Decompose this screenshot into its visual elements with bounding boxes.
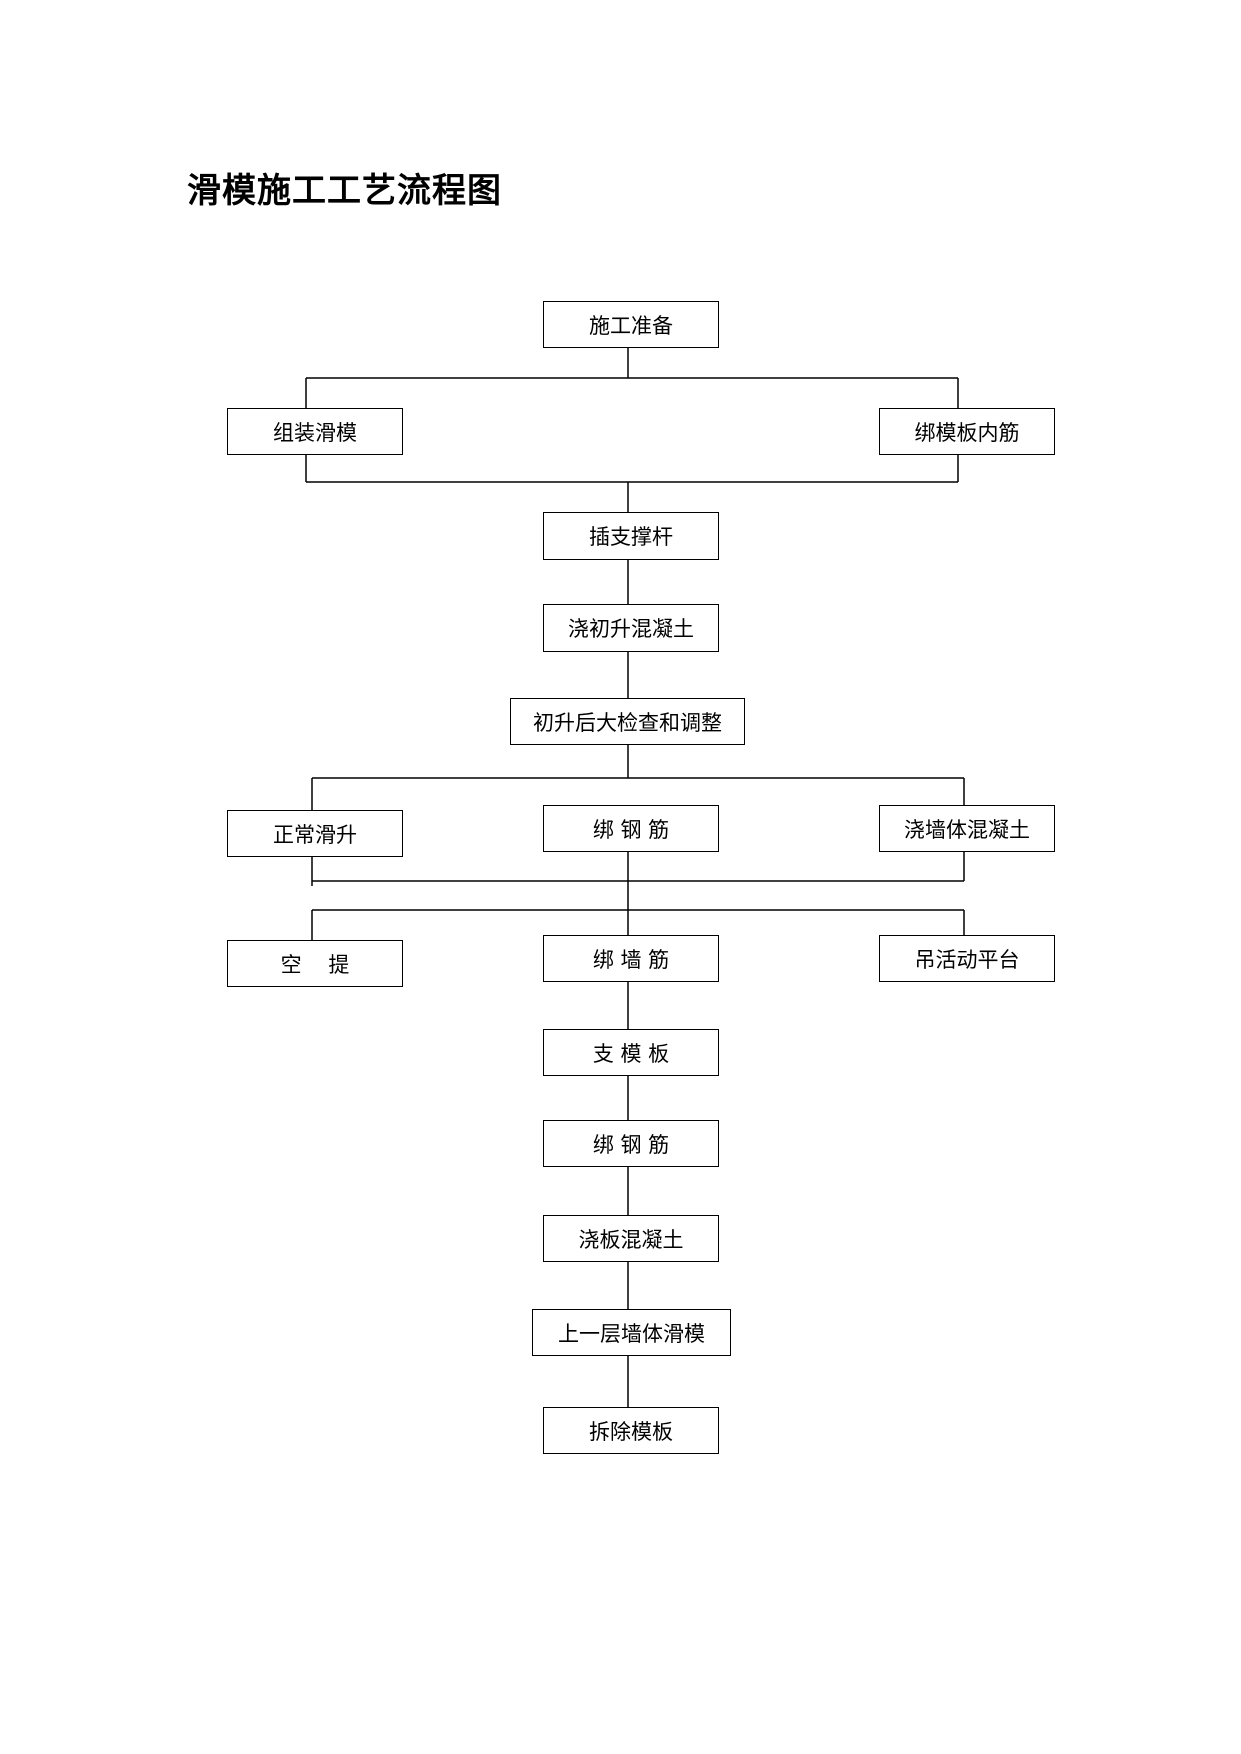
- node-tie-wall-rebar: 绑 墙 筋: [543, 935, 719, 982]
- node-next-slide: 上一层墙体滑模: [532, 1309, 731, 1356]
- page-title: 滑模施工工艺流程图: [187, 171, 502, 211]
- node-hang-platform: 吊活动平台: [879, 935, 1055, 982]
- node-tie-rebar-2: 绑 钢 筋: [543, 1120, 719, 1167]
- node-pour-slab: 浇板混凝土: [543, 1215, 719, 1262]
- node-assemble: 组装滑模: [227, 408, 403, 455]
- node-tie-inner: 绑模板内筋: [879, 408, 1055, 455]
- node-pour-wall: 浇墙体混凝土: [879, 805, 1055, 852]
- node-normal-slide: 正常滑升: [227, 810, 403, 857]
- node-remove: 拆除模板: [543, 1407, 719, 1454]
- node-tie-rebar-1: 绑 钢 筋: [543, 805, 719, 852]
- node-prep: 施工准备: [543, 301, 719, 348]
- node-formwork: 支 模 板: [543, 1029, 719, 1076]
- node-pour-initial: 浇初升混凝土: [543, 604, 719, 652]
- node-inspect: 初升后大检查和调整: [510, 698, 745, 745]
- node-insert-rod: 插支撑杆: [543, 512, 719, 560]
- node-idle-lift: 空 提: [227, 940, 403, 987]
